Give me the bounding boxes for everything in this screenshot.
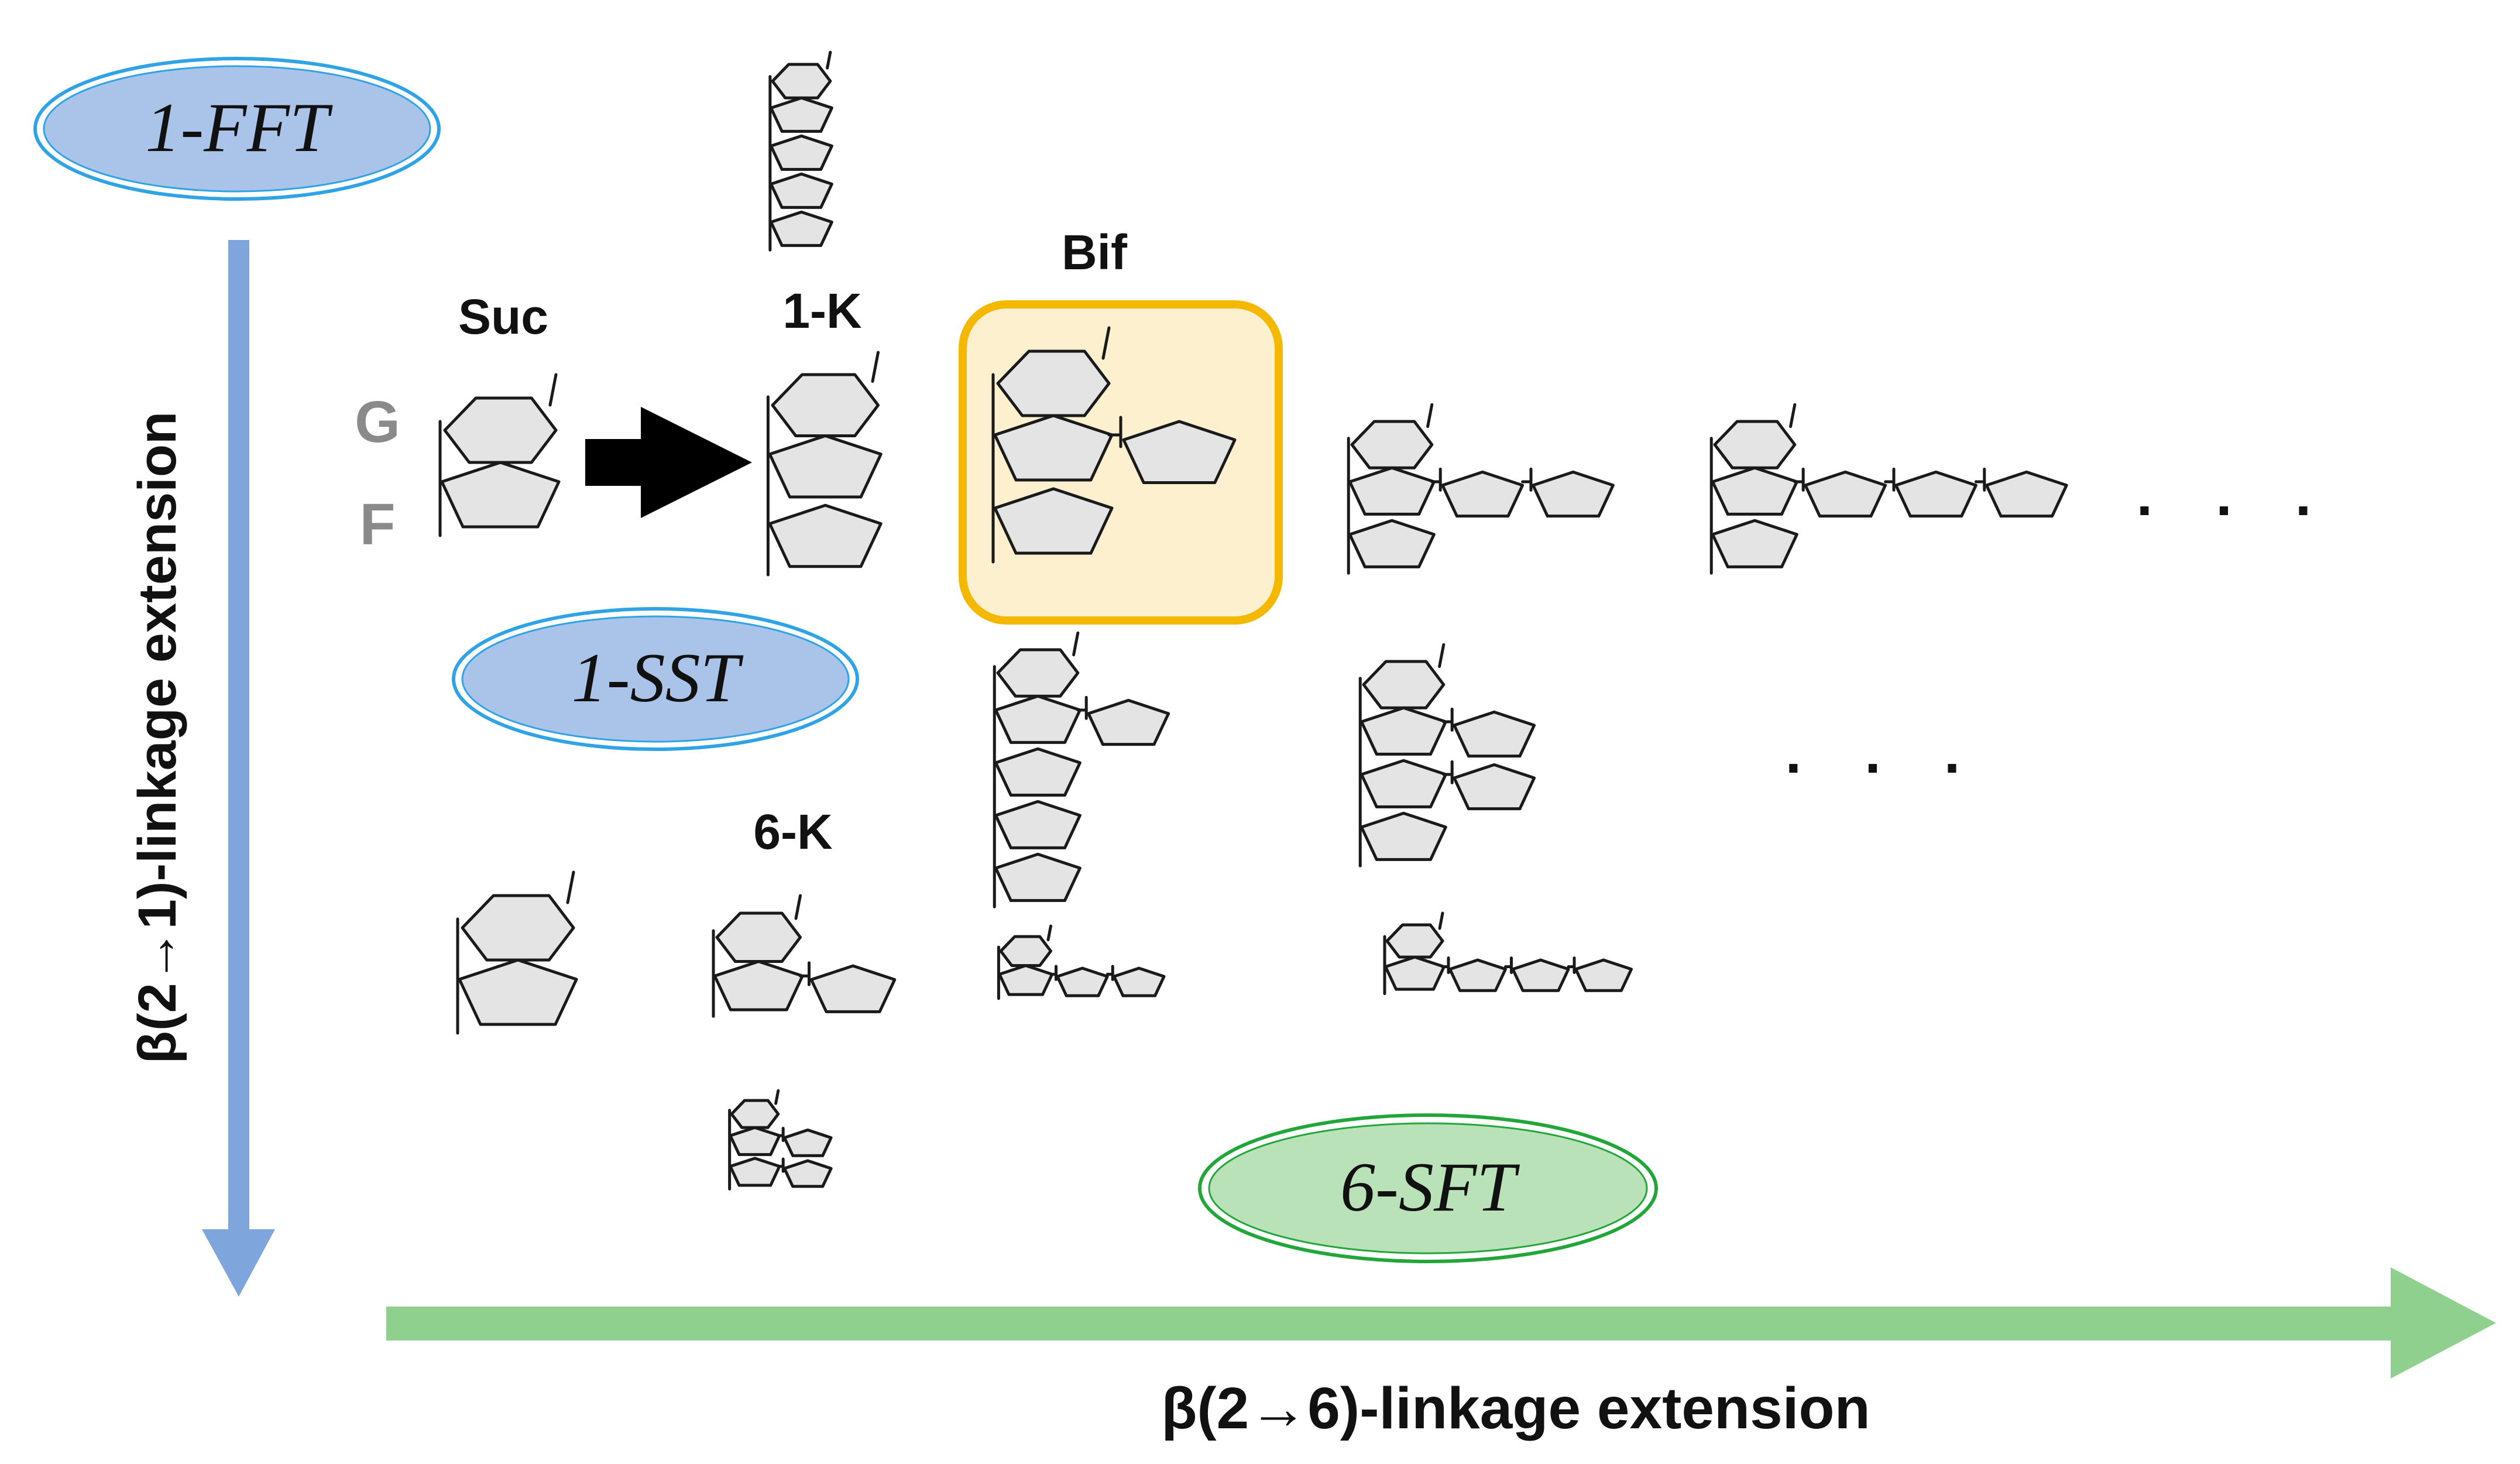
structure-mid-1 bbox=[993, 631, 1170, 908]
enzyme-6sft: 6-SFT bbox=[1198, 1113, 1658, 1263]
horizontal-axis-label: β(2→6)-linkage extension bbox=[1161, 1376, 1870, 1441]
vertical-axis-arrow bbox=[202, 240, 275, 1297]
structure-mid-2 bbox=[1358, 643, 1536, 868]
structure-long-6-chain bbox=[1709, 403, 2068, 575]
enzyme-1sst-label: 1-SST bbox=[572, 639, 744, 716]
structure-1-k bbox=[766, 351, 883, 577]
structure-suc bbox=[438, 373, 561, 537]
enzyme-1fft-label: 1-FFT bbox=[145, 88, 333, 166]
structure-top-1-fft bbox=[768, 50, 833, 252]
structure-6g-kestose-like bbox=[1347, 403, 1615, 575]
enzyme-1fft: 1-FFT bbox=[33, 57, 441, 201]
structure-lower-small-1 bbox=[997, 924, 1166, 1000]
structure-6-k bbox=[712, 894, 897, 1018]
structure-lower-small-2 bbox=[1383, 911, 1633, 995]
reaction-arrow bbox=[585, 407, 752, 518]
enzyme-6sft-label: 6-SFT bbox=[1340, 1148, 1520, 1226]
structure-lower-suc-like bbox=[456, 870, 578, 1035]
glucose-label: G bbox=[355, 389, 400, 455]
enzyme-1sst: 1-SST bbox=[452, 607, 859, 751]
horizontal-axis-arrow bbox=[386, 1267, 2496, 1379]
structure-bif bbox=[991, 326, 1237, 564]
fructose-label: F bbox=[359, 492, 395, 557]
one-k-label: 1-K bbox=[782, 283, 861, 338]
ellipsis-middle: . . . bbox=[1786, 720, 1984, 786]
bif-label: Bif bbox=[1062, 225, 1128, 280]
ellipsis-top: . . . bbox=[2137, 462, 2335, 528]
structure-bottom-small bbox=[728, 1089, 833, 1191]
six-k-label: 6-K bbox=[753, 804, 832, 859]
vertical-axis-label: β(2→1)-linkage extension bbox=[128, 412, 187, 1064]
suc-label: Suc bbox=[458, 289, 548, 344]
